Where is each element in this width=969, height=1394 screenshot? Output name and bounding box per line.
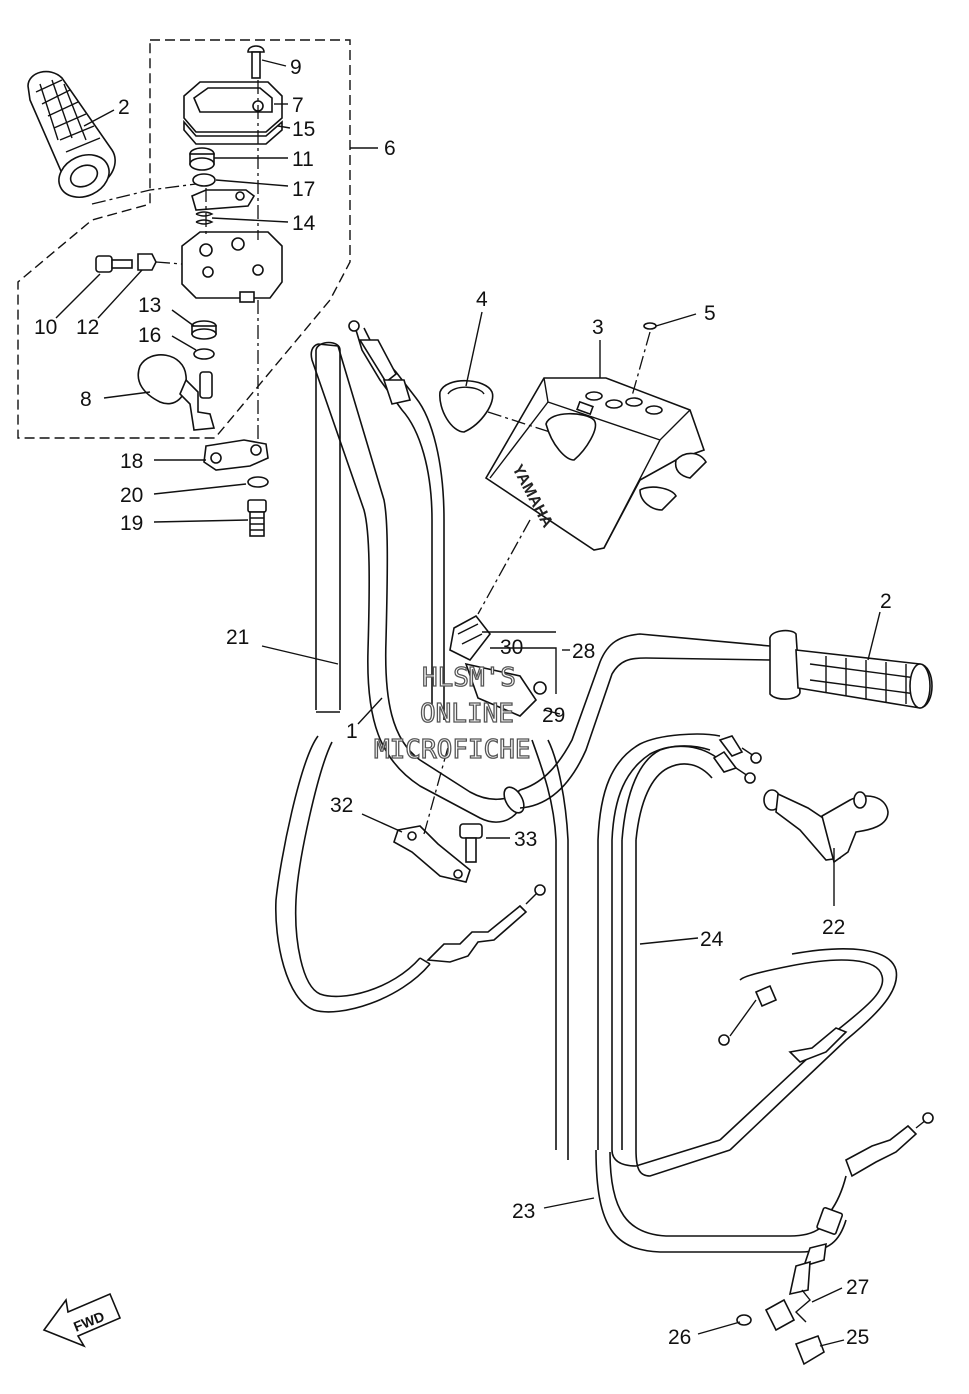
callout-9: 9	[290, 56, 302, 79]
callout-numbers: 2 9 7 15 6 11 17 14 10 12 13 16 8 18 20 …	[34, 56, 892, 1349]
callout-25: 25	[846, 1326, 869, 1349]
callout-19: 19	[120, 512, 143, 535]
switch-assembly-boundary	[17, 39, 351, 439]
cables-23-24	[531, 733, 934, 1366]
leader-lines	[55, 59, 881, 1347]
callout-32: 32	[330, 794, 353, 817]
callout-29: 29	[542, 704, 565, 727]
indicator-lens	[439, 380, 494, 433]
callout-22: 22	[822, 916, 845, 939]
callout-24: 24	[700, 928, 724, 951]
callout-10: 10	[34, 316, 57, 339]
watermark-line-2: ONLINE	[420, 699, 514, 729]
callout-14: 14	[292, 212, 316, 235]
callout-11: 11	[292, 148, 314, 171]
callout-8: 8	[80, 388, 92, 411]
callout-1: 1	[346, 720, 358, 743]
callout-20: 20	[120, 484, 143, 507]
callout-13: 13	[138, 294, 161, 317]
callout-21: 21	[226, 626, 249, 649]
callout-7: 7	[292, 94, 304, 117]
callout-33: 33	[514, 828, 537, 851]
callout-2a: 2	[118, 96, 130, 119]
handlebar	[310, 343, 771, 823]
left-grip	[27, 70, 116, 198]
callout-28: 28	[572, 640, 595, 663]
callout-12: 12	[76, 316, 99, 339]
callout-2b: 2	[880, 590, 892, 613]
watermark: HLSM'S ONLINE MICROFICHE	[373, 662, 531, 765]
watermark-line-3: MICROFICHE	[374, 735, 531, 765]
right-grip	[769, 629, 933, 709]
callout-27: 27	[846, 1276, 869, 1299]
callout-18: 18	[120, 450, 143, 473]
switch-components	[95, 45, 283, 537]
watermark-line-1: HLSM'S	[422, 663, 516, 693]
callout-4: 4	[476, 288, 488, 311]
callout-23: 23	[512, 1200, 535, 1223]
callout-30: 30	[500, 636, 523, 659]
cable-21	[274, 320, 546, 1013]
handlebar-cover: YAMAHA	[484, 377, 708, 551]
fwd-arrow-icon: FWD	[42, 1292, 122, 1348]
brake-switch	[763, 789, 889, 864]
right-switch	[449, 614, 557, 717]
callout-17: 17	[292, 178, 315, 201]
callout-16: 16	[138, 324, 161, 347]
callout-15: 15	[292, 118, 315, 141]
callout-3: 3	[592, 316, 604, 339]
callout-5: 5	[704, 302, 716, 325]
bracket-and-bolt	[393, 739, 483, 883]
callout-26: 26	[668, 1326, 691, 1349]
callout-6: 6	[384, 137, 396, 160]
